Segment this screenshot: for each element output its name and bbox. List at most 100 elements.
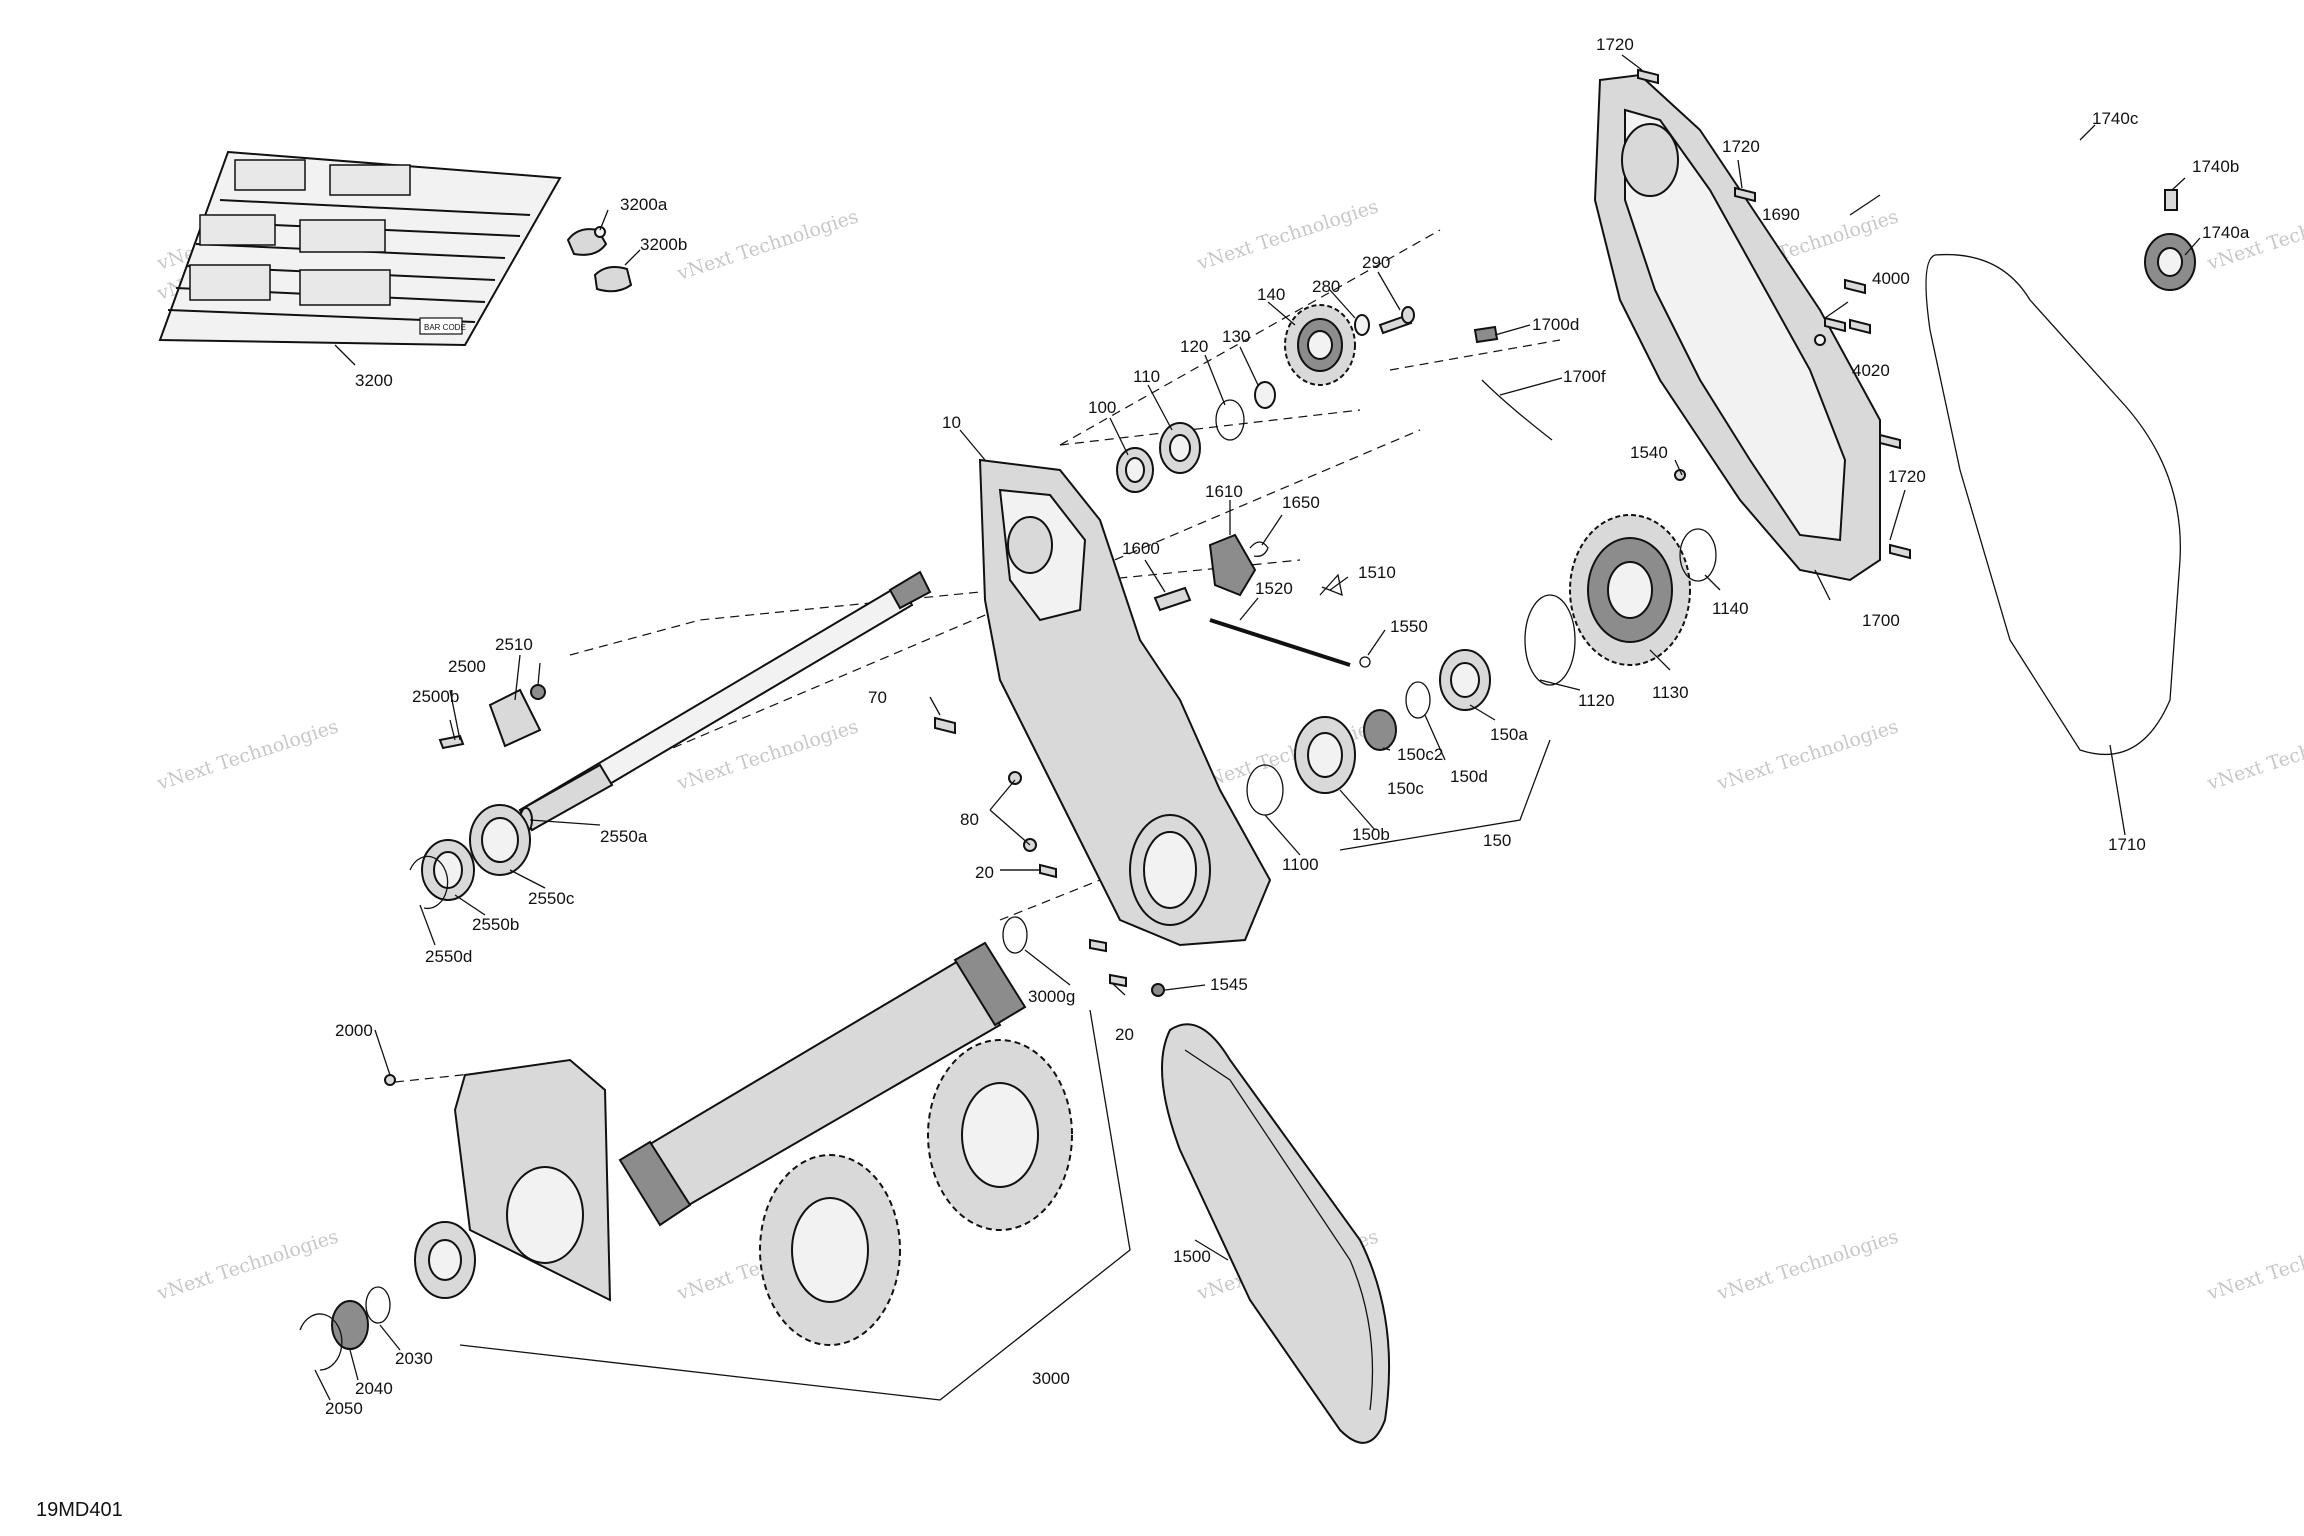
callout-280: 280 bbox=[1312, 277, 1340, 296]
spacer-130 bbox=[1254, 381, 1276, 409]
callout-1690: 1690 bbox=[1762, 205, 1800, 224]
cap-1740a bbox=[2144, 233, 2196, 291]
callout-150c: 150c bbox=[1387, 779, 1424, 798]
sprocket-1130 bbox=[1569, 514, 1691, 666]
connector-1700d bbox=[1473, 325, 1499, 344]
watermark: vNext Technologies bbox=[1194, 196, 1381, 276]
leader-lines bbox=[314, 54, 2201, 1401]
callout-150d: 150d bbox=[1450, 767, 1488, 786]
callout-1550: 1550 bbox=[1390, 617, 1428, 636]
watermark: vNext Technologies bbox=[674, 206, 861, 286]
fitting-1740b bbox=[2164, 189, 2178, 211]
callout-4020: 4020 bbox=[1852, 361, 1890, 380]
callout-150c2: 150c2 bbox=[1397, 745, 1443, 764]
callout-1140: 1140 bbox=[1712, 599, 1749, 618]
track-drive-axle bbox=[618, 941, 1027, 1227]
sprocket-left bbox=[759, 1154, 901, 1346]
bearing-150a bbox=[1439, 649, 1491, 711]
callout-2500: 2500 bbox=[448, 657, 486, 676]
callout-2510: 2510 bbox=[495, 635, 533, 654]
hose-1700f bbox=[1481, 379, 1553, 441]
bolt-290 bbox=[1378, 306, 1415, 335]
watermark: vNext Technologies bbox=[154, 716, 341, 796]
callout-labels: 10 20 20 70 80 100 110 120 130 140 150 1… bbox=[325, 35, 2250, 1418]
callout-3000g: 3000g bbox=[1028, 987, 1075, 1006]
watermark: vNext Technologies bbox=[1714, 1226, 1901, 1306]
callout-1520: 1520 bbox=[1255, 579, 1293, 598]
callout-290: 290 bbox=[1362, 253, 1390, 272]
bearing-150b bbox=[1294, 716, 1356, 794]
callout-1740a: 1740a bbox=[2202, 223, 2250, 242]
gear-140 bbox=[1284, 304, 1356, 386]
diagram-code: 19MD401 bbox=[36, 1499, 123, 1521]
bearing-plate bbox=[453, 1058, 612, 1302]
ring-120 bbox=[1215, 399, 1245, 441]
ring-3000g bbox=[1002, 916, 1028, 954]
callout-1600: 1600 bbox=[1122, 539, 1160, 558]
callout-2050: 2050 bbox=[325, 1399, 363, 1418]
callout-1610: 1610 bbox=[1205, 482, 1243, 501]
callout-2550c: 2550c bbox=[528, 889, 575, 908]
watermark: vNext Technologies bbox=[1714, 716, 1901, 796]
clip-1550 bbox=[1359, 656, 1371, 668]
bearing-110 bbox=[1159, 422, 1201, 474]
ring-150d bbox=[1405, 681, 1431, 719]
watermark: vNext Technologies bbox=[2204, 1226, 2304, 1306]
rod-1520 bbox=[1209, 618, 1351, 667]
callout-20-lower: 20 bbox=[1115, 1025, 1134, 1044]
callout-1510: 1510 bbox=[1358, 563, 1396, 582]
bracket-2500 bbox=[438, 684, 546, 750]
callout-1720-top: 1720 bbox=[1596, 35, 1634, 54]
decal-sheet: BAR CODE bbox=[158, 150, 562, 347]
callout-1700: 1700 bbox=[1862, 611, 1900, 630]
callout-70: 70 bbox=[868, 688, 887, 707]
callout-80: 80 bbox=[960, 810, 979, 829]
callout-1740c: 1740c bbox=[2092, 109, 2139, 128]
callout-140: 140 bbox=[1257, 285, 1285, 304]
callout-1100: 1100 bbox=[1282, 855, 1319, 874]
bearing-2550c bbox=[469, 804, 531, 876]
callout-1130: 1130 bbox=[1652, 683, 1689, 702]
ring-1120 bbox=[1524, 594, 1576, 686]
callout-1120: 1120 bbox=[1578, 691, 1615, 710]
sprocket-right bbox=[927, 1039, 1073, 1231]
callout-20: 20 bbox=[975, 863, 994, 882]
ring-2550d bbox=[409, 855, 449, 910]
callout-1650: 1650 bbox=[1282, 493, 1320, 512]
pin-1510 bbox=[1319, 573, 1343, 597]
callout-1540: 1540 bbox=[1630, 443, 1668, 462]
callout-1500: 1500 bbox=[1173, 1247, 1211, 1266]
ring-1140 bbox=[1679, 528, 1717, 582]
watermark: vNext Technologies bbox=[2204, 716, 2304, 796]
callout-100: 100 bbox=[1088, 398, 1116, 417]
clip-3200a bbox=[566, 226, 608, 256]
washer-280 bbox=[1354, 314, 1370, 336]
callout-150a: 150a bbox=[1490, 725, 1528, 744]
callout-2550d: 2550d bbox=[425, 947, 472, 966]
callout-4000: 4000 bbox=[1872, 269, 1910, 288]
callout-2000: 2000 bbox=[335, 1021, 373, 1040]
callout-150: 150 bbox=[1483, 831, 1511, 850]
chaincase-inner-half bbox=[978, 458, 1272, 947]
callout-2550b: 2550b bbox=[472, 915, 519, 934]
decal-barcode-text: BAR CODE bbox=[424, 323, 466, 332]
callout-2030: 2030 bbox=[395, 1349, 433, 1368]
callout-3000: 3000 bbox=[1032, 1369, 1070, 1388]
clip-3200b bbox=[593, 266, 633, 293]
chaincase-cover bbox=[1593, 73, 1881, 582]
callout-1700d: 1700d bbox=[1532, 315, 1579, 334]
callout-120: 120 bbox=[1180, 337, 1208, 356]
callout-1710: 1710 bbox=[2108, 835, 2146, 854]
bearing-2550b bbox=[421, 839, 475, 901]
callout-1720-right: 1720 bbox=[1888, 467, 1926, 486]
ring-2030-clip bbox=[365, 1286, 391, 1324]
callout-1700f: 1700f bbox=[1563, 367, 1606, 386]
callout-2500b: 2500b bbox=[412, 687, 459, 706]
callout-3200: 3200 bbox=[355, 371, 393, 390]
callout-2040: 2040 bbox=[355, 1379, 393, 1398]
bearing-2030 bbox=[414, 1221, 476, 1299]
callout-3200b: 3200b bbox=[640, 235, 687, 254]
vent-hose-1740c bbox=[1854, 68, 2166, 182]
callout-130: 130 bbox=[1222, 327, 1250, 346]
tensioner-1610 bbox=[1208, 533, 1257, 597]
